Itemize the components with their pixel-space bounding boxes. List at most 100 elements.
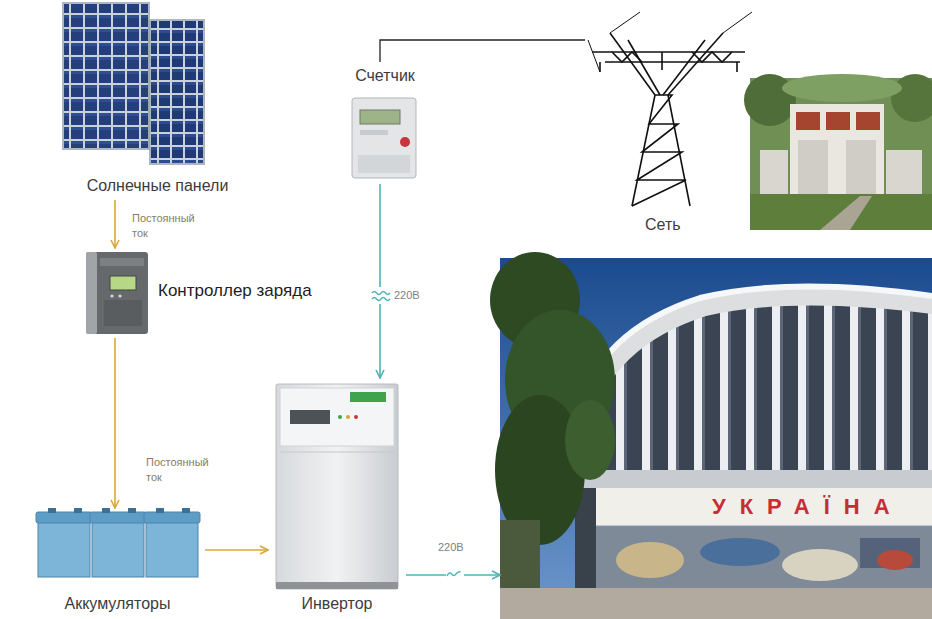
battery-illustration xyxy=(102,508,110,513)
ac-symbol xyxy=(371,287,390,304)
inverter-illustration xyxy=(276,582,398,589)
pylon-illustration xyxy=(612,52,642,62)
ac-symbol xyxy=(372,298,390,301)
battery-illustration xyxy=(90,512,146,523)
battery-illustration xyxy=(74,508,82,513)
battery-illustration xyxy=(48,508,56,513)
meter-illustration xyxy=(352,98,416,178)
pylon-illustration xyxy=(663,40,705,95)
ac-symbol xyxy=(446,566,464,584)
solar-panel-illustration xyxy=(149,20,150,150)
substation-photo xyxy=(856,112,880,130)
connector-arrow xyxy=(205,549,268,551)
substation-photo xyxy=(820,196,872,230)
pylon-illustration xyxy=(605,61,740,63)
substation-photo xyxy=(790,104,884,196)
building-photo xyxy=(565,400,615,480)
building-photo xyxy=(596,488,932,526)
inverter-illustration xyxy=(280,452,394,453)
substation-photo xyxy=(782,74,902,102)
meter-illustration xyxy=(352,98,416,178)
charge-controller-illustration xyxy=(118,294,121,297)
inverter-illustration xyxy=(350,392,386,402)
meter-illustration xyxy=(360,130,388,135)
meter-node: Счетчик xyxy=(340,62,430,184)
meter-illustration xyxy=(360,110,400,124)
substation-photo xyxy=(760,150,788,194)
building-photo xyxy=(596,526,932,527)
inverter-illustration xyxy=(290,410,330,424)
building-node: УКРАЇНА xyxy=(500,258,932,619)
meter-illustration xyxy=(358,155,410,173)
connector-arrow xyxy=(379,184,381,378)
connector-arrow xyxy=(380,40,585,62)
battery-illustration xyxy=(38,520,90,577)
pylon-illustration xyxy=(661,52,663,70)
battery-illustration xyxy=(146,520,198,577)
ac-symbol xyxy=(447,572,461,576)
pylon-illustration xyxy=(588,12,752,206)
node-caption: Солнечные панели xyxy=(87,176,229,195)
building-photo xyxy=(616,542,684,578)
inverter-node: Инвертор xyxy=(268,378,406,619)
node-caption: Контроллер заряда xyxy=(158,281,312,301)
pylon-illustration xyxy=(692,52,732,62)
building-photo xyxy=(575,286,932,488)
charge-controller-illustration xyxy=(86,252,148,334)
building-photo xyxy=(782,549,858,581)
node-caption: Сеть xyxy=(645,215,681,234)
connector-arrow xyxy=(114,200,116,248)
pylon-illustration xyxy=(588,40,600,72)
charge-controller-illustration xyxy=(104,300,142,326)
pylon-illustration xyxy=(610,12,640,33)
solar-panel-illustration xyxy=(63,3,204,164)
charge-controller-node: Контроллер заряда xyxy=(78,248,316,338)
building-photo xyxy=(596,527,932,588)
substation-photo xyxy=(886,150,922,194)
inverter-illustration xyxy=(354,415,358,419)
battery-illustration xyxy=(36,508,200,577)
substation-photo xyxy=(798,140,828,194)
edge-label: 220В xyxy=(438,540,464,555)
substation-photo xyxy=(750,194,932,230)
edge-label: 220В xyxy=(394,288,420,303)
pylon-illustration xyxy=(723,12,752,33)
charge-controller-illustration xyxy=(86,252,148,334)
meter-illustration xyxy=(400,137,410,147)
pylon-illustration xyxy=(592,51,745,53)
substation-photo xyxy=(744,74,796,126)
pylon-illustration xyxy=(736,62,738,72)
node-caption: Счетчик xyxy=(355,66,415,85)
connector-arrow xyxy=(114,338,116,508)
ac-symbol xyxy=(446,566,464,584)
solar-panel-illustration xyxy=(150,20,204,164)
node-caption: Инвертор xyxy=(301,594,372,613)
pylon-illustration xyxy=(632,95,686,206)
charge-controller-illustration xyxy=(100,258,144,266)
solar-panel-illustration xyxy=(63,3,149,149)
battery-illustration xyxy=(36,512,92,523)
substation-photo xyxy=(826,112,850,130)
inverter-illustration xyxy=(338,415,342,419)
pylon-illustration xyxy=(610,33,655,95)
charge-controller-illustration xyxy=(110,294,113,297)
building-photo xyxy=(575,470,932,488)
substation-photo xyxy=(796,112,820,130)
inverter-illustration xyxy=(346,415,350,419)
inverter-illustration xyxy=(276,384,398,589)
building-photo xyxy=(575,286,932,418)
battery-illustration xyxy=(182,508,190,513)
pylon-illustration xyxy=(628,40,660,95)
substation-photo xyxy=(891,74,932,122)
building-photo xyxy=(590,305,932,488)
substation-photo xyxy=(846,140,876,194)
grid-node: Сеть xyxy=(585,12,930,236)
pylon-illustration xyxy=(668,33,723,95)
building-photo xyxy=(500,520,540,588)
inverter-illustration xyxy=(276,384,398,589)
